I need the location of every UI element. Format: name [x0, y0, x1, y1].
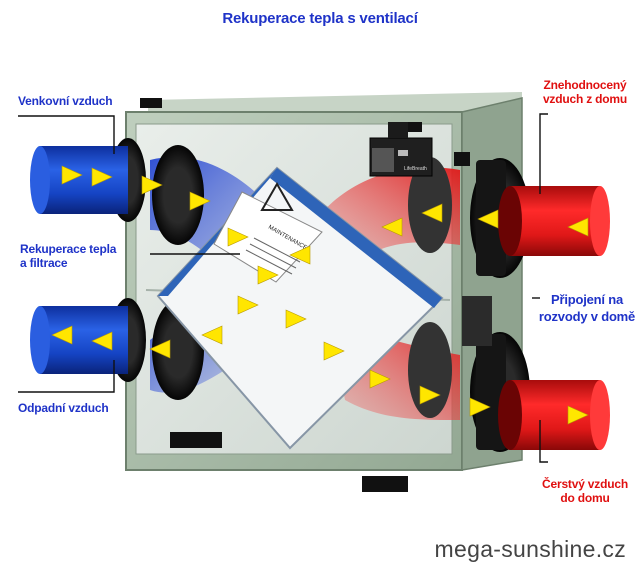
outdoor-air-duct	[30, 138, 146, 222]
label-fresh-air-line2: do domu	[560, 491, 610, 505]
label-stale-air-line2: vzduch z domu	[542, 92, 628, 106]
leader-lines	[18, 113, 548, 463]
flow-arrow	[567, 217, 589, 237]
duct-connector-bracket	[462, 296, 492, 346]
flow-arrows	[51, 165, 589, 425]
label-heat-recovery-line2: a filtrace	[20, 256, 68, 270]
flow-arrow	[61, 165, 83, 185]
flow-arrow	[369, 369, 391, 389]
flow-arrow	[189, 191, 211, 211]
flow-arrow	[567, 405, 589, 425]
label-heat-recovery: Rekuperace tepla a filtrace	[20, 242, 116, 270]
flow-arrow	[469, 397, 491, 417]
control-label: LifeBreath	[404, 166, 427, 172]
label-house-connection-line2: rozvody v domě	[538, 309, 636, 324]
label-outdoor-air: Venkovní vzduch	[18, 94, 113, 108]
internal-fan-rings	[152, 145, 452, 418]
exhaust-air-duct	[30, 298, 146, 382]
flow-arrow	[419, 385, 441, 405]
flow-arrow	[149, 339, 171, 359]
flow-arrow	[257, 265, 279, 285]
label-fresh-air-line1: Čerstvý vzduch	[542, 477, 628, 491]
label-fresh-air: Čerstvý vzduch do domu	[535, 477, 635, 505]
flow-arrow	[323, 341, 345, 361]
label-exhaust-air: Odpadní vzduch	[18, 401, 109, 415]
flow-arrow	[91, 167, 113, 187]
label-house-connection: Připojení na rozvody v domě	[535, 291, 639, 325]
flow-arrow	[141, 175, 163, 195]
flow-arrow	[237, 295, 259, 315]
flow-arrow	[227, 227, 249, 247]
watermark: mega-sunshine.cz	[434, 536, 626, 562]
flow-arrow	[51, 325, 73, 345]
label-stale-air: Znehodnocený vzduch z domu	[535, 78, 635, 106]
flow-arrow	[285, 309, 307, 329]
label-stale-air-line1: Znehodnocený	[543, 78, 627, 92]
control-panel: LifeBreath	[369, 122, 433, 177]
flow-arrow	[289, 245, 311, 265]
flow-arrow	[91, 331, 113, 351]
flow-arrow	[381, 217, 403, 237]
label-heat-recovery-line1: Rekuperace tepla	[20, 242, 117, 256]
flow-arrow	[421, 203, 443, 223]
flow-arrow	[477, 209, 499, 229]
flow-arrow	[201, 325, 223, 345]
page-title: Rekuperace tepla s ventilací	[222, 10, 418, 27]
label-house-connection-line1: Připojení na	[550, 292, 623, 307]
